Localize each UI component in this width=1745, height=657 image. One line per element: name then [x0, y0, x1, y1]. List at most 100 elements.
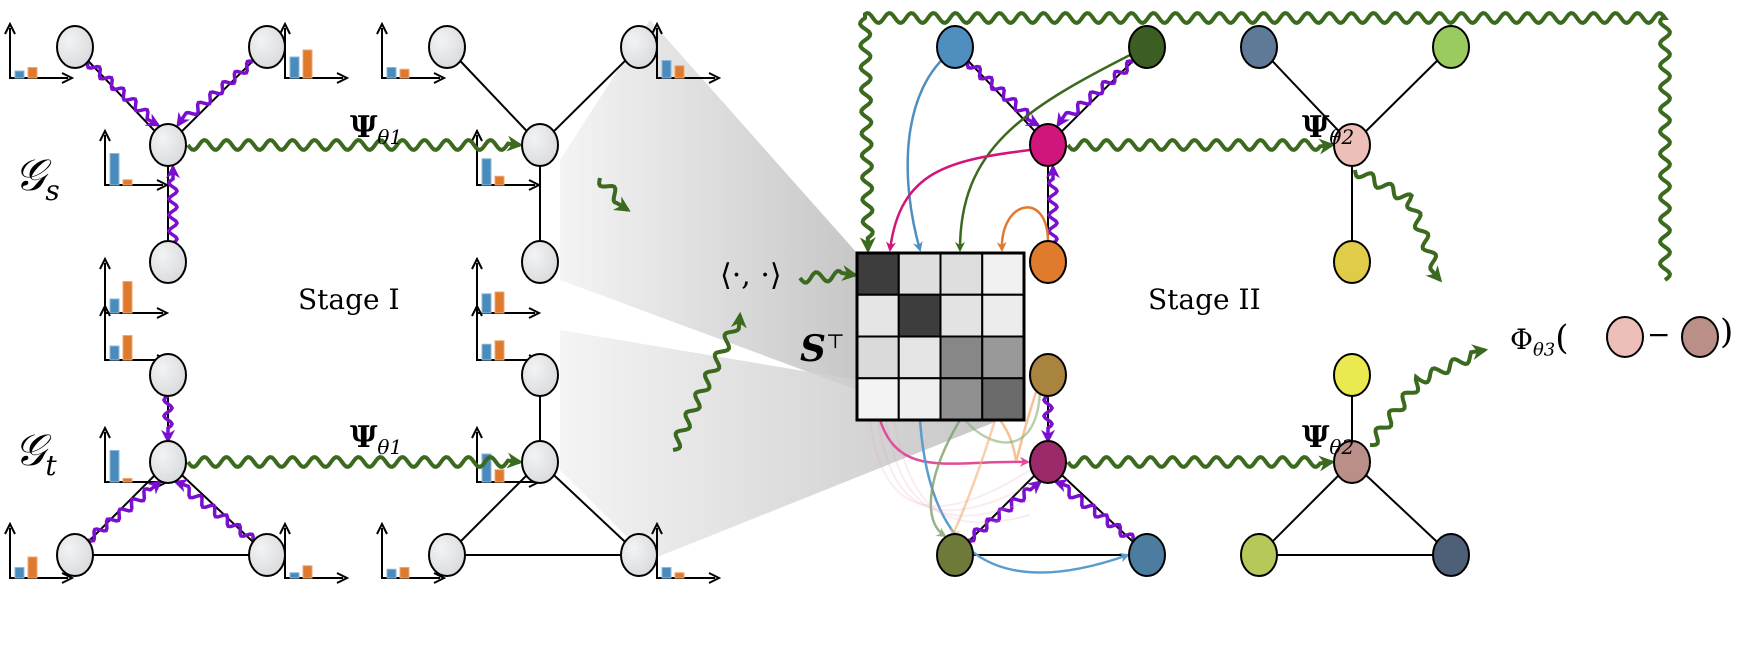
- faint-attention-curve: [869, 419, 1031, 508]
- source-graph-output-node: [1333, 123, 1371, 167]
- similarity-matrix-cell: [856, 293, 900, 338]
- phi-input-source-node: [1606, 316, 1644, 358]
- hist-arrow-y: [4, 21, 16, 35]
- hist-axes: [381, 28, 440, 79]
- phi-minus: −: [1647, 318, 1671, 351]
- hist-arrow-y: [376, 21, 388, 35]
- similarity-matrix-cell: [856, 252, 900, 296]
- psi-sub: θ1: [377, 125, 403, 149]
- source-graph-stage2-node: [936, 25, 974, 69]
- hist-bar-orange: [27, 67, 38, 79]
- hist-arrow-x: [156, 179, 170, 191]
- inner-product-label: ⟨·, ·⟩: [720, 258, 782, 293]
- faint-attention-curve: [885, 419, 1031, 517]
- source-graph-output-node: [1240, 25, 1278, 69]
- faint-attention-curve: [877, 419, 1031, 512]
- similarity-matrix-cell: [981, 335, 1025, 380]
- hist-arrow-x: [528, 179, 542, 191]
- target-graph-embedded-edge: [539, 461, 640, 556]
- message-passing-arrow: [87, 480, 163, 543]
- hist-bar-orange: [122, 179, 133, 186]
- source-graph-embedded-edge: [446, 46, 541, 146]
- target-graph-embedded-node: [620, 533, 658, 577]
- hist-bar-blue: [386, 568, 397, 579]
- target-graph-node: [248, 533, 286, 577]
- hist-bar-blue: [481, 293, 492, 314]
- psi-theta1-top: Ψθ1: [350, 110, 402, 149]
- output-target-to-phi: [1369, 344, 1489, 448]
- source-node-to-matrix-magenta: [886, 148, 1031, 252]
- hist-arrow-y: [471, 128, 483, 142]
- hist-axes: [104, 432, 163, 483]
- hist-arrow-x: [528, 307, 542, 319]
- similarity-matrix-cell: [897, 377, 942, 421]
- source-graph-stage2-node: [1029, 123, 1067, 167]
- target-graph-embedded-edge: [446, 461, 541, 556]
- hist-arrow-y: [4, 521, 16, 535]
- psi-theta1-bottom: Ψθ1: [350, 420, 402, 459]
- target-feature-histogram: [279, 521, 350, 584]
- similarity-matrix-cell: [981, 252, 1025, 296]
- target-feature-histogram: [4, 521, 75, 584]
- source-graph-edge: [74, 46, 169, 146]
- similarity-matrix-border: [855, 251, 1026, 422]
- hist-bar-blue: [14, 70, 25, 79]
- hist-arrow-x: [336, 72, 350, 84]
- hist-axes: [656, 528, 715, 579]
- hist-arrow-y: [651, 521, 663, 535]
- source-embedding-histogram: [471, 128, 542, 191]
- source-graph-stage2-edge: [1047, 46, 1148, 146]
- matrix-to-target-magenta: [878, 419, 1030, 467]
- projection-cone-target: [560, 330, 1000, 560]
- s-symbol: S: [800, 328, 826, 370]
- message-passing-arrow: [166, 164, 180, 245]
- hist-arrow-y: [471, 303, 483, 317]
- hist-arrow-x: [433, 72, 447, 84]
- target-graph-output-node: [1333, 353, 1371, 397]
- psi-theta2-top: Ψθ2: [1302, 110, 1354, 149]
- hist-arrow-x: [708, 72, 722, 84]
- source-graph-stage2-edge: [954, 46, 1049, 146]
- source-graph-node: [56, 25, 94, 69]
- similarity-matrix-cell: [939, 377, 984, 421]
- target-graph-node: [56, 533, 94, 577]
- message-passing-arrow: [173, 479, 255, 541]
- hist-arrow-x: [708, 572, 722, 584]
- hist-bar-orange: [494, 469, 505, 483]
- source-graph-stage2-node: [1128, 25, 1166, 69]
- similarity-matrix-cell: [939, 335, 984, 380]
- source-graph-stage2-node: [1029, 240, 1067, 284]
- message-passing-arrow: [1041, 394, 1055, 444]
- hist-bar-blue: [109, 153, 120, 186]
- hist-arrow-y: [279, 21, 291, 35]
- similarity-matrix-cell: [897, 252, 942, 296]
- phi-open-paren: (: [1555, 318, 1569, 358]
- hist-arrow-y: [279, 521, 291, 535]
- message-passing-arrow: [1046, 164, 1060, 245]
- projection-cone-source: [560, 20, 857, 390]
- target-graph-label: 𝒢t: [14, 425, 57, 482]
- message-passing-arrow: [161, 394, 175, 444]
- psi-sub: θ2: [1329, 125, 1355, 149]
- hist-bar-blue: [661, 567, 672, 579]
- psi-symbol: Ψ: [350, 420, 378, 455]
- inner-product-to-matrix: [798, 265, 859, 285]
- source-graph-embedded-node: [620, 25, 658, 69]
- similarity-matrix-label: S⊤: [800, 328, 845, 370]
- hist-bar-blue: [289, 572, 300, 579]
- stage-two-label: Stage II: [1148, 283, 1261, 316]
- target-embedding-histogram: [651, 521, 722, 584]
- source-graph-sub: s: [45, 173, 60, 207]
- message-passing-arrow: [85, 61, 161, 127]
- source-feature-histogram: [4, 21, 75, 84]
- psi-symbol: Ψ: [1302, 420, 1330, 455]
- hist-bar-orange: [27, 556, 38, 579]
- similarity-matrix-cell: [981, 293, 1025, 338]
- hist-arrow-y: [471, 425, 483, 439]
- hist-arrow-y: [99, 425, 111, 439]
- feedback-loop-arrow: [857, 10, 1673, 282]
- source-graph-embedded-edge: [539, 46, 640, 146]
- similarity-matrix-cell: [856, 335, 900, 380]
- hist-axes: [381, 528, 440, 579]
- matrix-to-target-orange-2: [950, 419, 997, 538]
